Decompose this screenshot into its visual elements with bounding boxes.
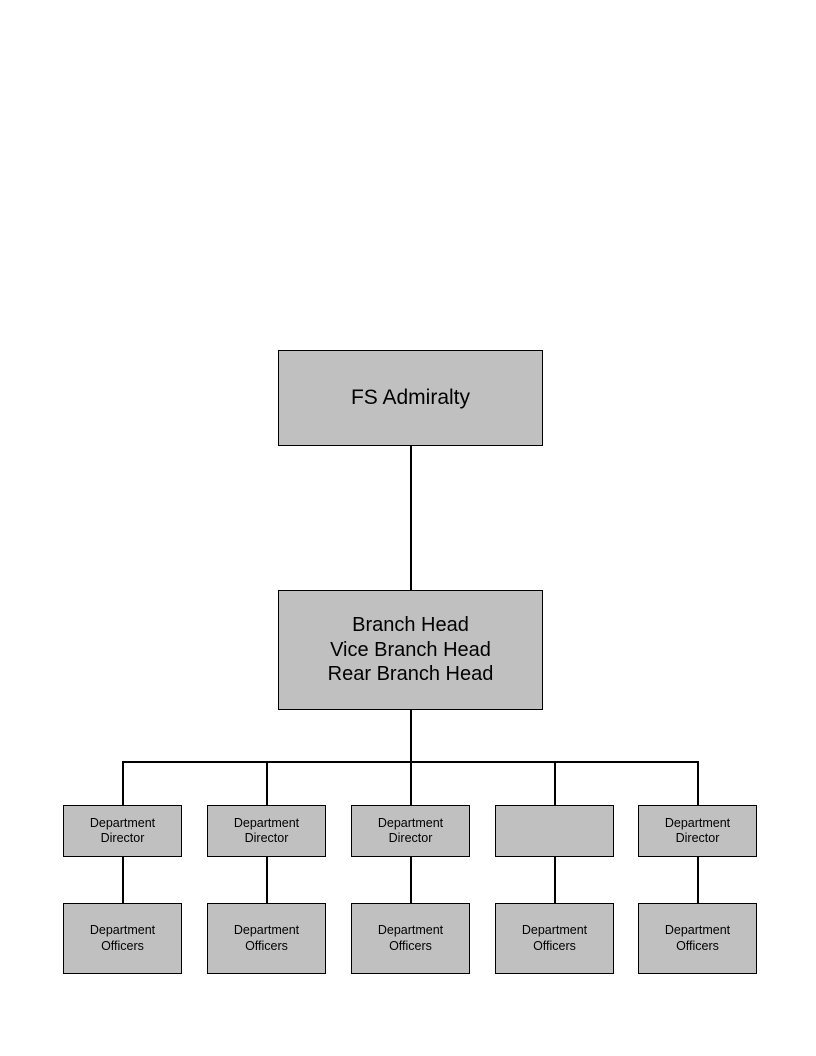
connector-bus-to-director-4 xyxy=(554,761,556,805)
connector-bus-to-director-3 xyxy=(410,761,412,805)
org-node-department-officers-3[interactable]: Department Officers xyxy=(351,903,470,974)
connector-root-to-branch xyxy=(410,446,412,590)
connector-director-3-to-officers-3 xyxy=(410,857,412,903)
org-node-branch-head[interactable]: Branch Head Vice Branch Head Rear Branch… xyxy=(278,590,543,710)
connector-director-2-to-officers-2 xyxy=(266,857,268,903)
connector-director-1-to-officers-1 xyxy=(122,857,124,903)
connector-bus-to-director-1 xyxy=(122,761,124,805)
connector-director-4-to-officers-4 xyxy=(554,857,556,903)
org-node-department-director-1[interactable]: Department Director xyxy=(63,805,182,857)
org-node-department-officers-4[interactable]: Department Officers xyxy=(495,903,614,974)
connector-branch-to-bus xyxy=(410,710,412,763)
org-node-department-director-4-empty[interactable] xyxy=(495,805,614,857)
org-node-department-director-5[interactable]: Department Director xyxy=(638,805,757,857)
org-node-department-officers-1[interactable]: Department Officers xyxy=(63,903,182,974)
org-node-department-officers-2[interactable]: Department Officers xyxy=(207,903,326,974)
connector-director-5-to-officers-5 xyxy=(697,857,699,903)
connector-bus-to-director-2 xyxy=(266,761,268,805)
org-node-fs-admiralty[interactable]: FS Admiralty xyxy=(278,350,543,446)
connector-bus-to-director-5 xyxy=(697,761,699,805)
org-node-department-officers-5[interactable]: Department Officers xyxy=(638,903,757,974)
org-node-department-director-2[interactable]: Department Director xyxy=(207,805,326,857)
org-node-department-director-3[interactable]: Department Director xyxy=(351,805,470,857)
